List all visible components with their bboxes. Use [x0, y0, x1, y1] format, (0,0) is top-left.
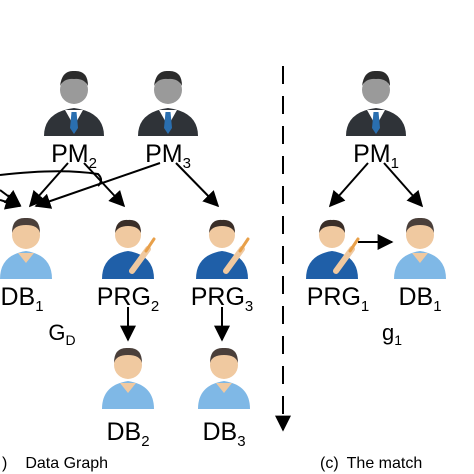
node-prg1: PRG1 — [306, 220, 369, 315]
node-db3: DB3 — [198, 347, 250, 450]
node-label-main: DB — [398, 283, 433, 311]
caption-data-graph: ) Data Graph — [2, 455, 108, 472]
edge-pm3-to-prg3 — [175, 162, 220, 208]
svg-text:DB2: DB2 — [106, 418, 149, 450]
caption-prefix: ) — [2, 455, 7, 472]
edge-offscreen-to-db1-b — [0, 194, 22, 210]
node-label-sub: 2 — [151, 298, 159, 315]
programmer-icon — [306, 220, 358, 279]
node-label-sub: 2 — [141, 433, 149, 450]
db-person-icon — [0, 217, 52, 279]
graph-label-sub: D — [66, 332, 76, 348]
caption-text: Data Graph — [25, 455, 108, 472]
graph-label-main: G — [48, 320, 65, 345]
node-label-main: PRG — [307, 283, 361, 311]
svg-text:PM3: PM3 — [145, 140, 191, 172]
node-label-sub: 1 — [391, 155, 399, 172]
edge-pm3-to-db1 — [34, 162, 161, 209]
node-prg2: PRG2 — [97, 220, 160, 315]
match-graph-edges — [328, 162, 424, 250]
db-person-icon — [102, 347, 154, 409]
data-graph-label: GD — [48, 320, 75, 348]
svg-text:PRG1: PRG1 — [307, 283, 370, 315]
node-label-main: PM — [145, 140, 183, 168]
node-label-main: DB — [106, 418, 141, 446]
db-person-icon — [198, 347, 250, 409]
svg-text:DB1: DB1 — [398, 283, 441, 315]
graph-label-sub: 1 — [394, 332, 402, 348]
edge-pm2-to-prg2 — [83, 162, 126, 208]
svg-text:PM2: PM2 — [51, 140, 97, 172]
node-pm2: PM2 — [44, 70, 104, 172]
node-pm3: PM3 — [138, 70, 198, 172]
edge-pm1-to-prg1 — [328, 162, 369, 208]
caption-the-match: (c) The match — [320, 455, 422, 472]
node-label-main: DB — [202, 418, 237, 446]
svg-text:DB1: DB1 — [0, 283, 43, 315]
manager-icon — [346, 70, 406, 136]
node-label-main: PM — [51, 140, 89, 168]
edge-pm1-to-db1 — [383, 162, 424, 208]
caption-prefix: (c) — [320, 455, 339, 472]
svg-text:PRG3: PRG3 — [191, 283, 254, 315]
node-label-sub: 1 — [433, 298, 441, 315]
svg-text:DB3: DB3 — [202, 418, 245, 450]
svg-text:PRG2: PRG2 — [97, 283, 160, 315]
node-label-main: DB — [0, 283, 35, 311]
node-label-main: PRG — [191, 283, 245, 311]
node-db2: DB2 — [102, 347, 154, 450]
graph-label-main: g — [382, 320, 394, 345]
edge-curve-offscreen — [0, 170, 102, 187]
node-prg3: PRG3 — [191, 220, 254, 315]
programmer-icon — [102, 220, 154, 279]
node-label-sub: 1 — [361, 298, 369, 315]
node-label-main: PM — [353, 140, 391, 168]
node-label-sub: 3 — [183, 155, 191, 172]
manager-icon — [138, 70, 198, 136]
node-db1: DB1 — [0, 217, 52, 315]
node-match-db1: DB1 — [394, 217, 446, 315]
node-label-sub: 3 — [245, 298, 253, 315]
node-label-main: PRG — [97, 283, 151, 311]
data-graph-edges — [0, 162, 230, 342]
manager-icon — [44, 70, 104, 136]
node-label-sub: 2 — [89, 155, 97, 172]
node-pm1: PM1 — [346, 70, 406, 172]
node-label-sub: 1 — [35, 298, 43, 315]
db-person-icon — [394, 217, 446, 279]
node-label-sub: 3 — [237, 433, 245, 450]
svg-text:PM1: PM1 — [353, 140, 399, 172]
match-graph-label: g1 — [382, 320, 402, 348]
programmer-icon — [196, 220, 248, 279]
edge-pm2-to-db1 — [28, 162, 69, 208]
caption-text: The match — [347, 455, 423, 472]
